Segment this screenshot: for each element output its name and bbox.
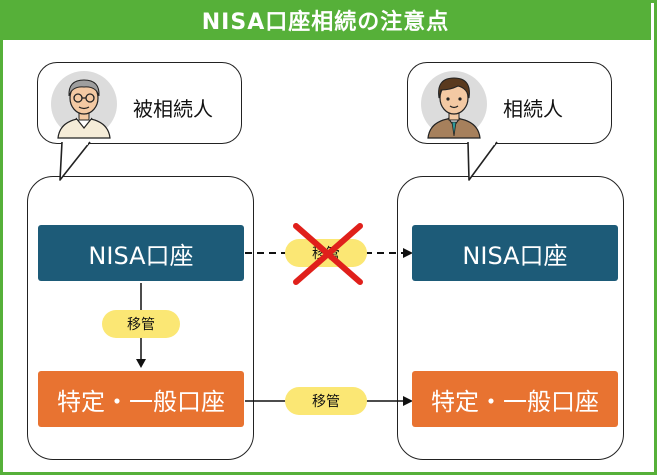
page-title: NISA口座相続の注意点	[0, 0, 651, 40]
young-man-icon	[421, 71, 487, 139]
right-tokutei-account: 特定・一般口座	[412, 371, 618, 427]
elderly-man-icon	[51, 71, 117, 139]
left-person-label: 被相続人	[133, 97, 213, 121]
left-tokutei-account: 特定・一般口座	[38, 371, 244, 427]
left-transfer-pill: 移管	[102, 310, 180, 338]
left-bubble-tail	[59, 141, 91, 181]
tokutei-transfer-pill: 移管	[285, 387, 367, 415]
left-nisa-account: NISA口座	[38, 225, 244, 281]
right-person-label: 相続人	[503, 97, 563, 121]
right-nisa-account: NISA口座	[412, 225, 618, 281]
right-bubble-tail	[467, 141, 498, 181]
